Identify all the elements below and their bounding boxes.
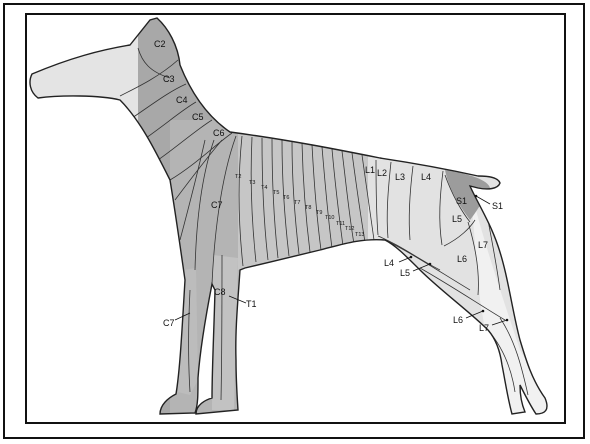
label-t1: T1 [246, 299, 257, 309]
label-c3: C3 [163, 74, 175, 84]
label-c7-leg: C7 [163, 318, 175, 328]
label-t11: T11 [336, 221, 345, 227]
label-t9: T9 [316, 210, 322, 216]
label-t6: T6 [283, 195, 289, 201]
label-l7-rump: L7 [478, 240, 488, 250]
label-c5: C5 [192, 112, 204, 122]
label-t3: T3 [249, 180, 255, 186]
label-t12: T12 [345, 226, 354, 232]
label-l3: L3 [395, 172, 405, 182]
marker-l7 [506, 319, 509, 322]
label-l5-rump: L5 [452, 214, 462, 224]
label-l6-leg: L6 [453, 315, 463, 325]
label-l2: L2 [377, 168, 387, 178]
label-l5-leg: L5 [400, 268, 410, 278]
label-t4: T4 [261, 185, 267, 191]
label-l4-leg: L4 [384, 258, 394, 268]
marker-l4 [410, 256, 413, 259]
label-s1-left: S1 [456, 196, 467, 206]
marker-l5 [429, 263, 432, 266]
label-l7-leg: L7 [479, 323, 489, 333]
label-l6-thigh: L6 [457, 254, 467, 264]
foreleg-c7-band [178, 268, 198, 395]
head-region [0, 0, 138, 140]
dog-silhouette [0, 0, 560, 430]
label-c6: C6 [213, 128, 225, 138]
label-l1: L1 [365, 165, 375, 175]
label-t10: T10 [325, 215, 334, 221]
label-c7-body: C7 [211, 200, 223, 210]
marker-s1 [475, 195, 478, 198]
label-t2: T2 [235, 174, 241, 180]
label-c8: C8 [214, 287, 226, 297]
label-c4: C4 [176, 95, 188, 105]
label-t5: T5 [273, 190, 279, 196]
label-s1-right: S1 [492, 201, 503, 211]
thoracic-region [238, 120, 368, 270]
marker-l6 [482, 310, 485, 313]
label-t13: T13 [355, 232, 364, 238]
label-t7: T7 [294, 200, 300, 206]
label-l4-back: L4 [421, 172, 431, 182]
label-t8: T8 [305, 205, 311, 211]
foreleg-c8-band [212, 255, 238, 410]
label-c2: C2 [154, 39, 166, 49]
